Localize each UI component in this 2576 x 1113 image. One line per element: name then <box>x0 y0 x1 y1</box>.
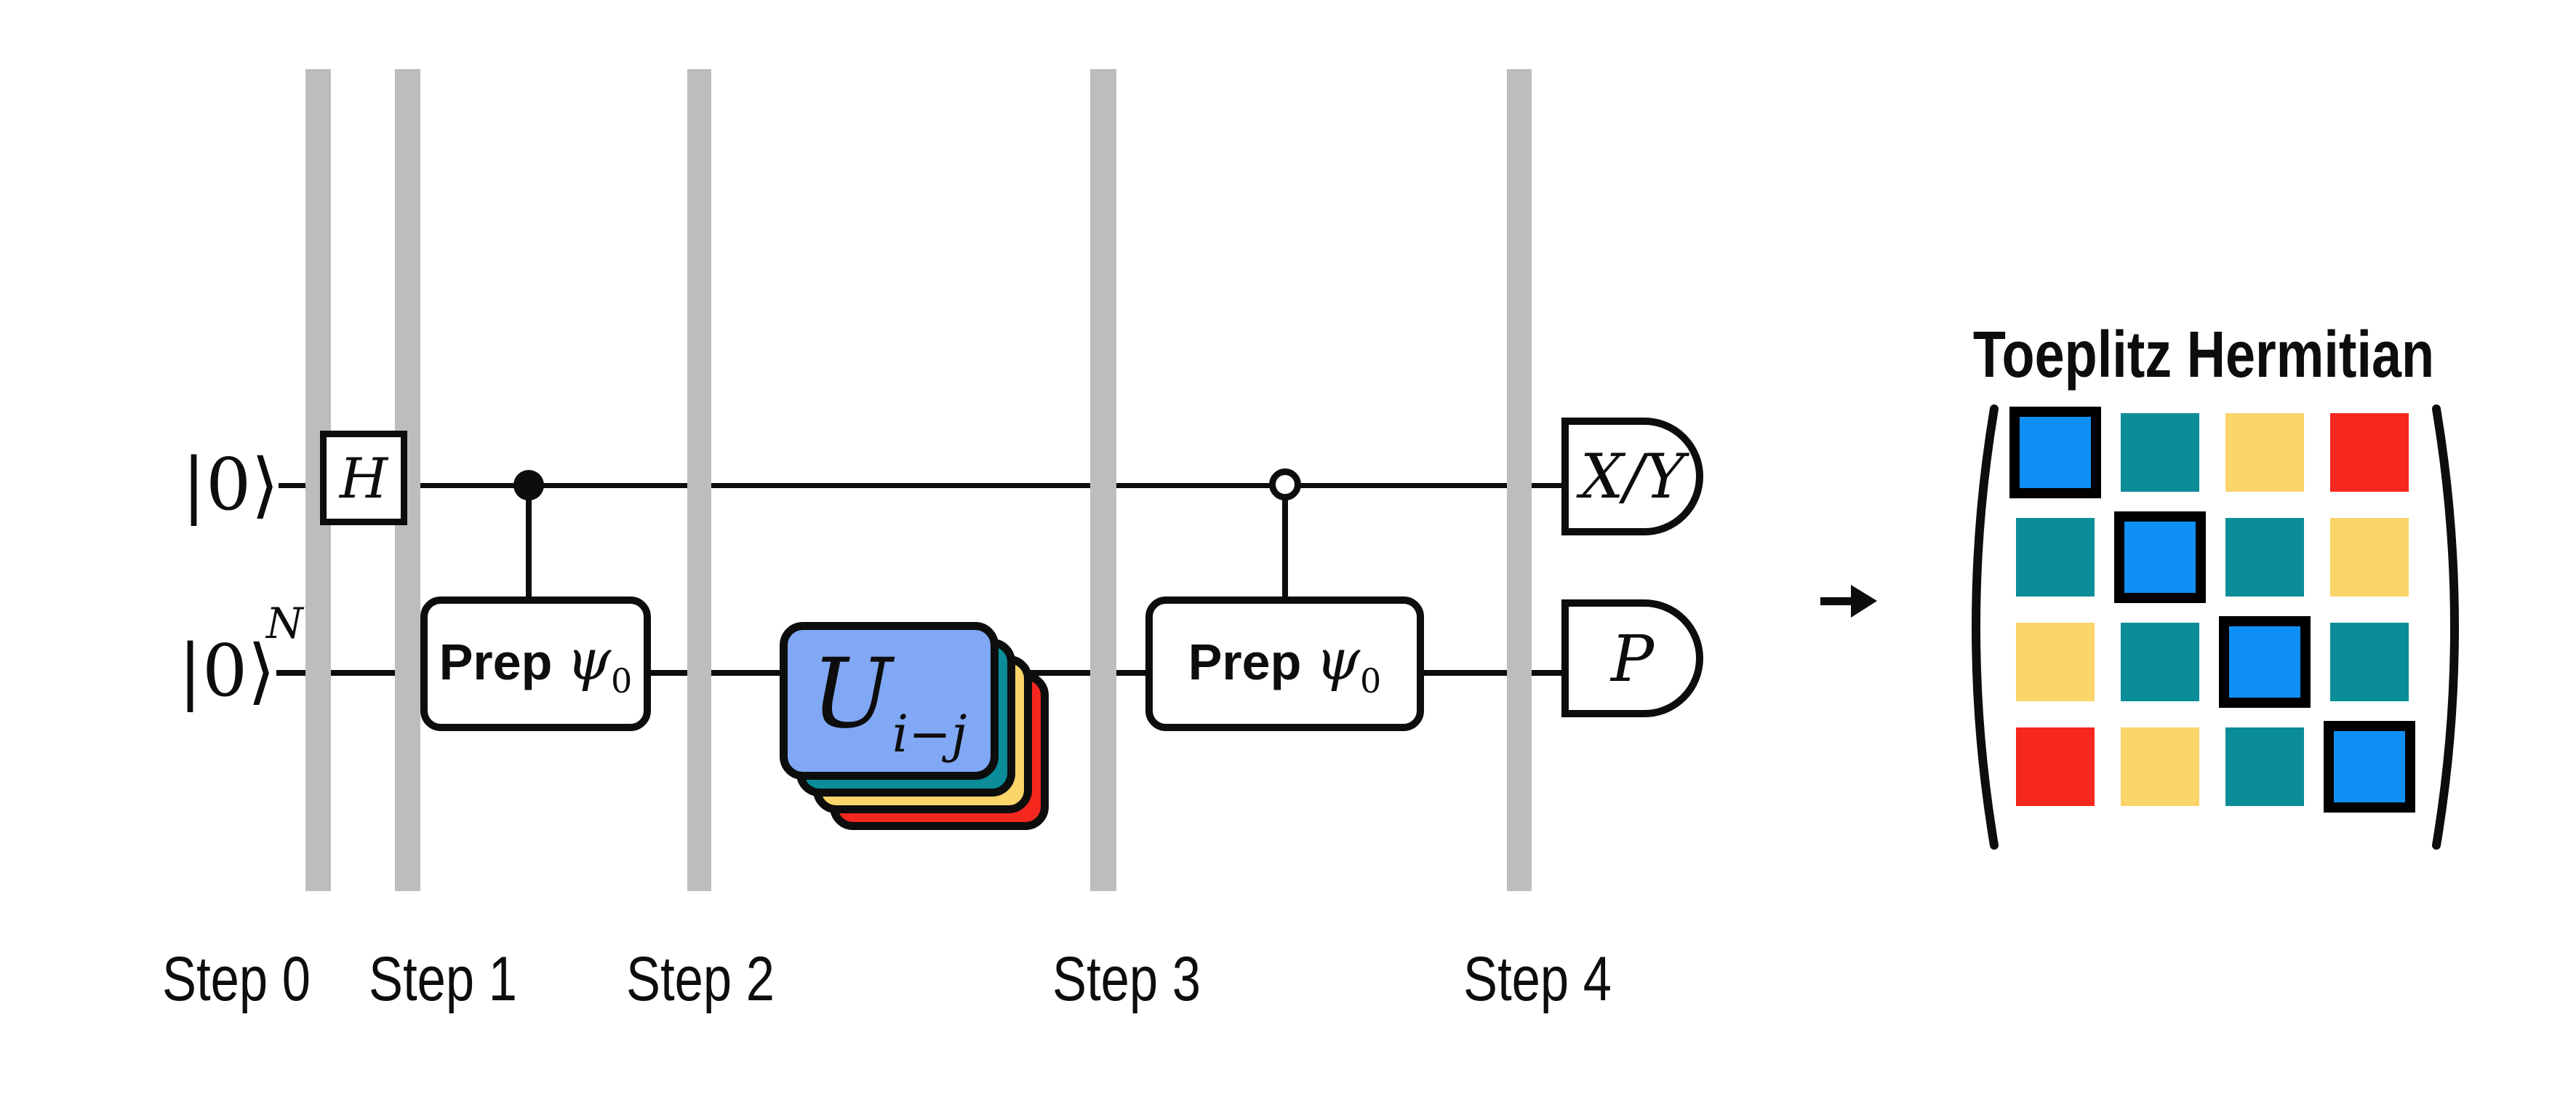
prep-gate-1-label: Prep ψ0 <box>439 628 633 701</box>
u-gate-label: Ui−j <box>812 638 967 764</box>
measure-p-gate: P <box>1561 599 1703 717</box>
barrier-step-2 <box>687 69 711 891</box>
psi-symbol: ψ <box>566 627 611 693</box>
matrix-cell-2-1 <box>2121 623 2199 701</box>
h-gate: H <box>320 431 407 525</box>
matrix-cell-3-0 <box>2016 727 2095 806</box>
measure-xy-label: X/Y <box>1580 441 1685 512</box>
arrow-right-icon <box>1820 585 1877 618</box>
filled-control-dot <box>513 470 544 500</box>
step-label-0: Step 0 <box>162 944 311 1014</box>
control-line-prep1 <box>526 485 532 598</box>
measure-p-label: P <box>1610 621 1655 696</box>
psi-subscript: 0 <box>1359 661 1382 701</box>
prep-gate-2: Prep ψ0 <box>1145 597 1424 731</box>
h-gate-label: H <box>339 445 388 511</box>
matrix-title: Toeplitz Hermitian <box>1972 319 2435 391</box>
matrix-cell-1-3 <box>2330 518 2409 597</box>
step-label-3: Step 3 <box>1052 944 1201 1014</box>
barrier-step-3 <box>1090 69 1116 891</box>
matrix-paren-right <box>2432 404 2459 850</box>
u-symbol: U <box>811 638 892 750</box>
prep-gate-1: Prep ψ0 <box>420 597 651 731</box>
control-line-prep2 <box>1282 484 1288 600</box>
qubit-register-superscript: N <box>266 599 303 648</box>
qubit-label-ancilla: |0⟩ <box>182 444 279 527</box>
matrix-cell-2-2 <box>2219 616 2311 708</box>
matrix-cell-3-2 <box>2225 727 2304 806</box>
qubit-label-register: |0⟩ <box>178 630 276 713</box>
matrix-paren-left <box>1972 404 1999 850</box>
psi-subscript: 0 <box>610 661 633 701</box>
matrix-cell-2-3 <box>2330 623 2409 701</box>
u-subscript: i−j <box>892 704 967 764</box>
u-gate: Ui−j <box>780 622 999 780</box>
matrix-grid <box>2009 407 2415 813</box>
barrier-step-4 <box>1507 69 1532 891</box>
matrix-cell-2-0 <box>2016 623 2095 701</box>
prep-gate-2-label: Prep ψ0 <box>1188 628 1382 701</box>
matrix-cell-0-1 <box>2121 413 2199 492</box>
quantum-wire-ancilla <box>279 483 1561 488</box>
matrix-cell-0-2 <box>2225 413 2304 492</box>
matrix-cell-1-1 <box>2114 511 2206 603</box>
matrix-cell-0-0 <box>2009 407 2101 498</box>
measure-xy-gate: X/Y <box>1561 418 1703 535</box>
step-label-2: Step 2 <box>626 944 775 1014</box>
matrix-cell-3-1 <box>2121 727 2199 806</box>
matrix-cell-1-0 <box>2016 518 2095 597</box>
open-control-dot <box>1269 468 1301 500</box>
matrix-cell-3-3 <box>2324 721 2415 813</box>
psi-symbol: ψ <box>1315 627 1360 693</box>
step-label-1: Step 1 <box>369 944 517 1014</box>
matrix-cell-0-3 <box>2330 413 2409 492</box>
prep-word: Prep <box>439 633 553 690</box>
prep-word: Prep <box>1188 633 1302 690</box>
matrix-cell-1-2 <box>2225 518 2304 597</box>
step-label-4: Step 4 <box>1463 944 1612 1014</box>
